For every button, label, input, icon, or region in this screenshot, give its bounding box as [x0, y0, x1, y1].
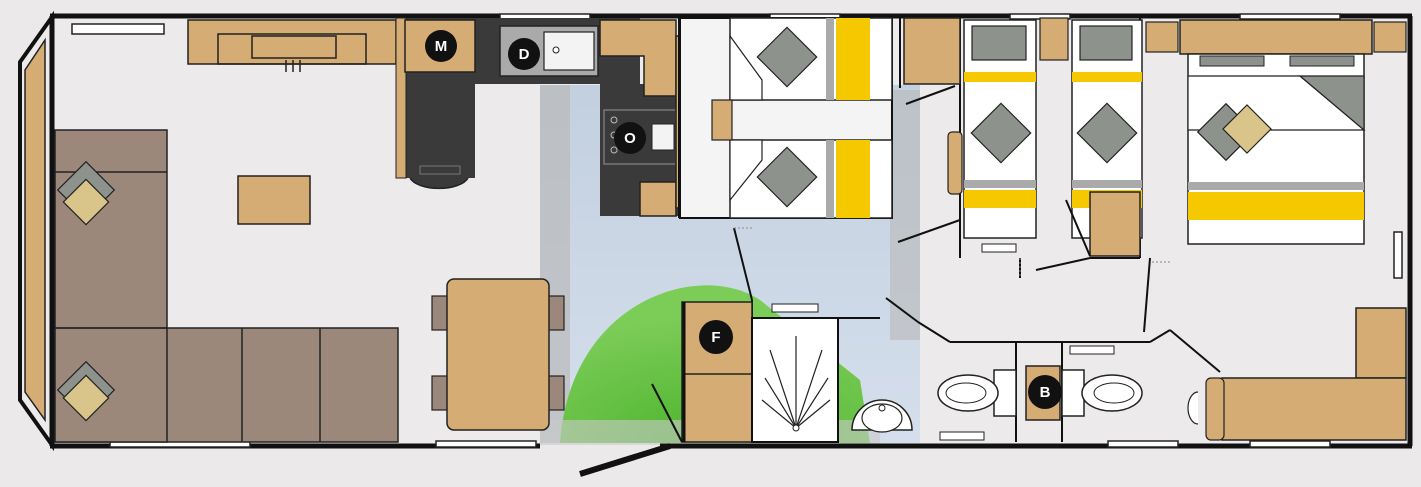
dishwasher-icon: D	[508, 38, 540, 70]
microwave-label: M	[435, 38, 448, 55]
kitchen	[395, 17, 680, 217]
master-bedroom	[1145, 19, 1407, 441]
boiler-label: B	[1040, 384, 1051, 401]
shower-room	[751, 303, 913, 443]
tv-unit	[187, 19, 397, 65]
sofa-seat	[54, 327, 399, 443]
twin-bedroom	[679, 17, 893, 219]
toilet-icon	[937, 369, 1017, 417]
cushion-icon	[56, 360, 116, 422]
twin-bedroom-2	[903, 17, 1143, 257]
single-bed	[729, 17, 893, 101]
cushion-icon	[1196, 102, 1272, 162]
cushion-icon	[56, 160, 116, 226]
boiler-icon: B	[1028, 375, 1062, 409]
oven-label: O	[624, 130, 636, 147]
toilet-icon	[1061, 369, 1143, 417]
dining-area	[431, 278, 565, 431]
dishwasher-label: D	[519, 46, 530, 63]
dining-table	[446, 278, 550, 431]
coffee-table	[237, 175, 311, 225]
basin-icon	[851, 399, 913, 433]
fridge	[681, 301, 753, 443]
oven-icon: O	[614, 122, 646, 154]
fridge-label: F	[711, 329, 720, 346]
fridge-icon: F	[699, 320, 733, 354]
lounge	[54, 19, 399, 443]
microwave-icon: M	[425, 30, 457, 62]
single-bed	[729, 139, 893, 219]
